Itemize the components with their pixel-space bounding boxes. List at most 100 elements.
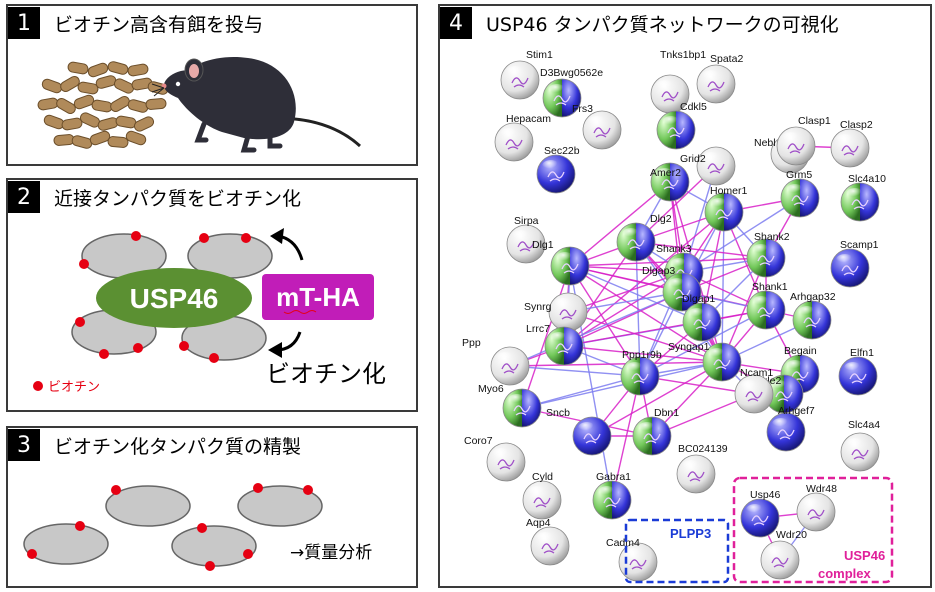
- usp46-label: USP46: [130, 283, 219, 314]
- node-Synrg[interactable]: Synrg: [524, 292, 588, 332]
- node-Dbn1[interactable]: Dbn1: [632, 407, 679, 456]
- node-Dlgap3[interactable]: Dlgap3: [642, 265, 702, 312]
- panel-2-diagram: USP46 mT-HA ビオチン化 ビオチン: [33, 228, 386, 395]
- node-Grm5-structure-icon: [791, 195, 809, 206]
- node-Dlg2-highlight: [622, 228, 640, 240]
- panel-2-title: 近接タンパク質をビオチン化: [54, 187, 302, 210]
- node-Grid2-label: Grid2: [680, 153, 706, 165]
- node-Homer1[interactable]: Homer1: [704, 185, 748, 232]
- node-Usp46[interactable]: Usp46: [740, 489, 781, 538]
- node-Dlg1-outline: [550, 246, 590, 286]
- node-Clasp2-highlight: [836, 134, 854, 146]
- node-Dlgap3-structure-icon: [673, 289, 691, 300]
- node-Dlg1-blue-half: [570, 247, 589, 285]
- node-Amer2[interactable]: Amer2: [650, 162, 690, 202]
- node-Dlg1[interactable]: Dlg1: [532, 239, 590, 286]
- node-D3Bwg0562e[interactable]: D3Bwg0562e: [540, 67, 603, 118]
- node-Cyld-outline: [522, 480, 562, 520]
- node-Clasp2[interactable]: Clasp2: [830, 119, 873, 168]
- node-Lrrc7[interactable]: Lrrc7: [526, 323, 584, 366]
- node-Cdkl5[interactable]: Cdkl5: [656, 101, 707, 150]
- panel-4-header: 4 USP46 タンパク質ネットワークの可視化: [440, 6, 839, 40]
- node-Cdkl5-blue-half: [676, 111, 695, 149]
- node-Aqp4[interactable]: Aqp4: [526, 517, 570, 566]
- node-Dlgap1[interactable]: Dlgap1: [682, 293, 722, 342]
- node-Elfn1[interactable]: Elfn1: [838, 347, 878, 396]
- node-Clasp1-outline: [776, 126, 816, 166]
- mouse-icon: [151, 56, 362, 153]
- node-Frs3[interactable]: Frs3: [572, 103, 622, 150]
- panel-1-title: ビオチン高含有餌を投与: [54, 13, 264, 36]
- node-Wdr20-highlight: [766, 546, 784, 558]
- node-Sirpa[interactable]: Sirpa: [506, 215, 546, 264]
- node-Gabra1[interactable]: Gabra1: [592, 471, 632, 520]
- panel-2: 2 近接タンパク質をビオチン化 USP46 mT-HA ビオチン化 ビオチン: [6, 178, 418, 412]
- node-Frs3-outline: [582, 110, 622, 150]
- edge-Shank1-Lrrc7: [563, 309, 767, 347]
- node-Cyld[interactable]: Cyld: [522, 471, 562, 520]
- node-Dlgap3-blue-half: [682, 273, 701, 311]
- node-Cadm4[interactable]: Cadm4: [606, 537, 658, 582]
- node-Frs3-highlight: [588, 116, 606, 128]
- node-Cyld-highlight: [528, 486, 546, 498]
- node-Arhgap32[interactable]: Arhgap32: [790, 291, 836, 340]
- node-BC024139[interactable]: BC024139: [676, 443, 728, 494]
- edge-Syngap1-Sncb: [591, 361, 723, 437]
- node-Dlg2[interactable]: Dlg2: [616, 213, 672, 262]
- purified-protein: [237, 485, 323, 527]
- node-Slc4a4-outline: [840, 432, 880, 472]
- node-Wdr20[interactable]: Wdr20: [760, 529, 807, 580]
- node-Begain-label: Begain: [784, 345, 817, 357]
- node-Usp46-highlight: [746, 504, 764, 516]
- node-Grm5-highlight: [786, 184, 804, 196]
- node-Syngap1[interactable]: Syngap1: [668, 341, 742, 382]
- node-Arhgef7-structure-icon: [777, 429, 795, 440]
- node-Gabra1-structure-icon: [603, 497, 621, 508]
- node-Arhgap32-blue-half: [812, 301, 831, 339]
- node-Coro7-highlight: [492, 448, 510, 460]
- node-Scamp1-label: Scamp1: [840, 239, 879, 251]
- node-Sncb[interactable]: Sncb: [546, 407, 612, 456]
- node-Grid2[interactable]: Grid2: [680, 146, 736, 186]
- node-Slc4a10[interactable]: Slc4a10: [840, 173, 886, 222]
- node-Coro7-structure-icon: [497, 459, 515, 470]
- biotin-dots: [27, 483, 313, 571]
- node-Shank1[interactable]: Shank1: [746, 281, 788, 330]
- node-Sec22b[interactable]: Sec22b: [536, 145, 580, 194]
- node-Wdr48[interactable]: Wdr48: [796, 483, 837, 532]
- node-Arhgef7[interactable]: Arhgef7: [766, 405, 815, 452]
- node-Sirpa-outline: [506, 224, 546, 264]
- node-Shank2-outline: [746, 238, 786, 278]
- node-Grm5[interactable]: Grm5: [780, 169, 820, 218]
- node-Spata2[interactable]: Spata2: [696, 53, 743, 104]
- node-Synrg-highlight: [554, 298, 572, 310]
- node-Hepacam[interactable]: Hepacam: [494, 113, 551, 162]
- node-Myo6[interactable]: Myo6: [478, 383, 542, 428]
- node-Syngap1-label: Syngap1: [668, 341, 710, 353]
- node-Amer2-blue-half: [670, 163, 689, 201]
- node-Grm5-outline: [780, 178, 820, 218]
- node-Shank2[interactable]: Shank2: [746, 231, 790, 278]
- node-Usp46-structure-icon: [751, 515, 769, 526]
- node-Sec22b-structure-icon: [547, 171, 565, 182]
- node-Slc4a10-outline: [840, 182, 880, 222]
- node-Tnks1bp1[interactable]: Tnks1bp1: [650, 49, 706, 114]
- node-Clasp1[interactable]: Clasp1: [776, 115, 831, 166]
- node-Ppp-highlight: [496, 352, 514, 364]
- node-Elfn1-structure-icon: [849, 373, 867, 384]
- node-Ppp1r9b[interactable]: Ppp1r9b: [620, 349, 662, 396]
- node-Stim1[interactable]: Stim1: [500, 49, 553, 100]
- node-Lrrc7-label: Lrrc7: [526, 323, 550, 335]
- node-Ncam1[interactable]: Ncam1: [734, 367, 773, 414]
- node-Shank1-label: Shank1: [752, 281, 788, 293]
- node-Coro7[interactable]: Coro7: [464, 435, 526, 482]
- node-Shank1-highlight: [752, 296, 770, 308]
- node-Amer2-highlight: [656, 168, 674, 180]
- node-Ppp[interactable]: Ppp: [462, 337, 530, 386]
- node-BC024139-highlight: [682, 460, 700, 472]
- node-Dlg2-outline: [616, 222, 656, 262]
- node-Dbn1-blue-half: [652, 417, 671, 455]
- node-Scamp1[interactable]: Scamp1: [830, 239, 879, 288]
- node-Slc4a4[interactable]: Slc4a4: [840, 419, 880, 472]
